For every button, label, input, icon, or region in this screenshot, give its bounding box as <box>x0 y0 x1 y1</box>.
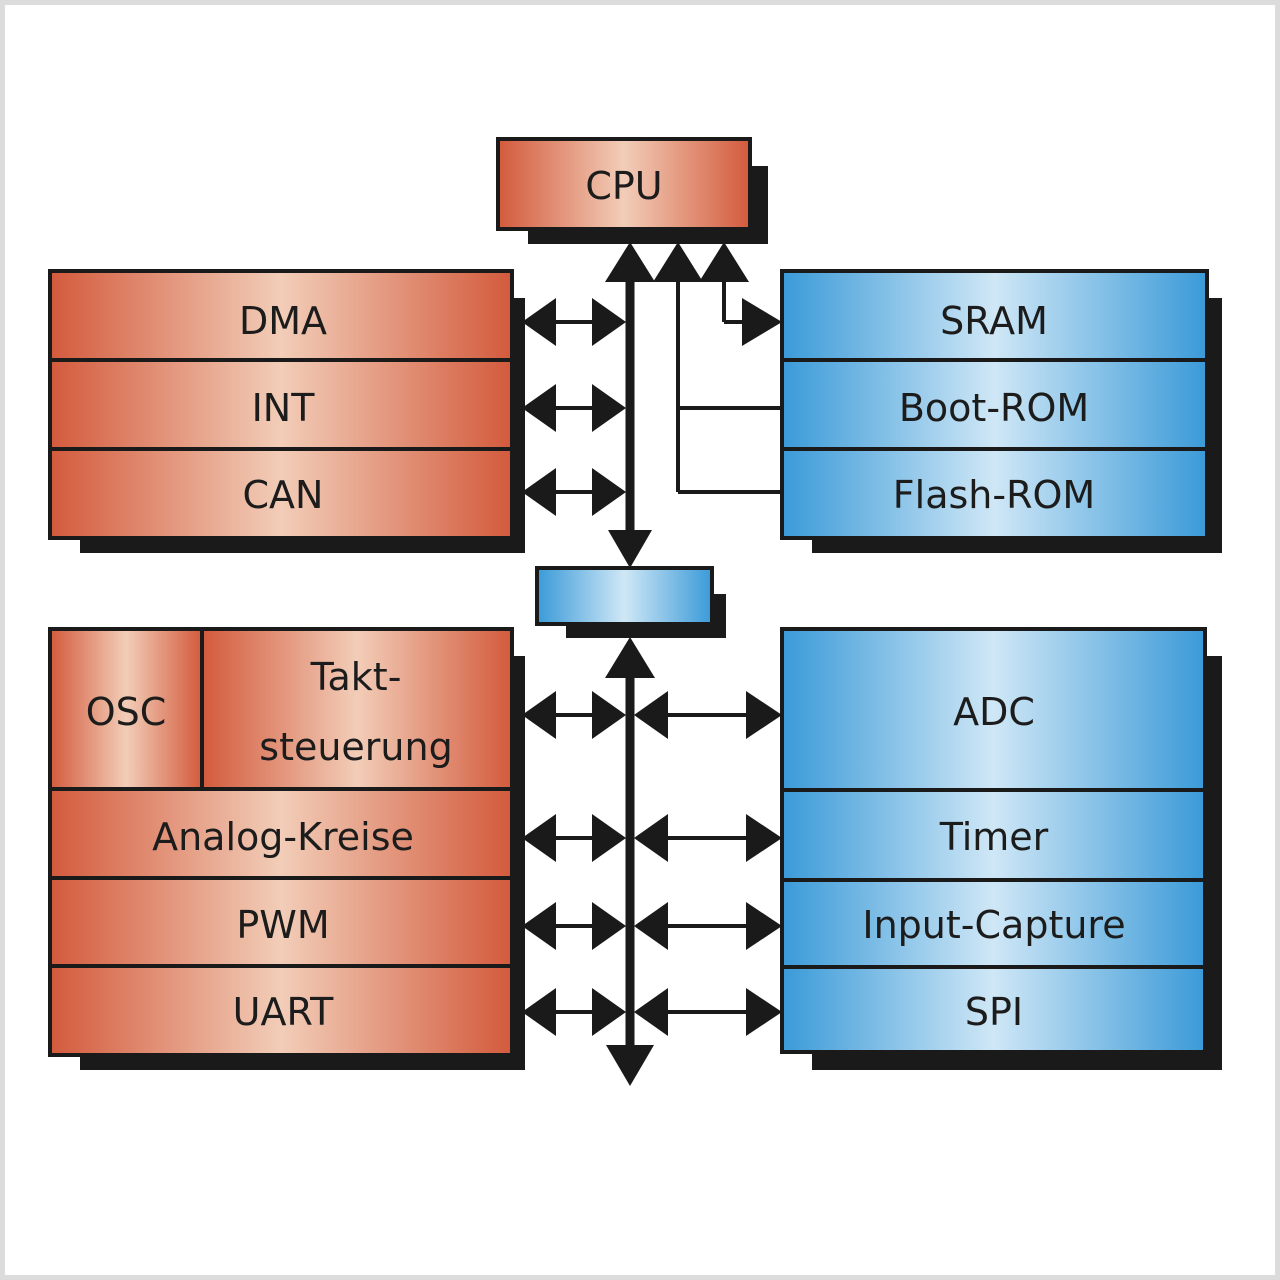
adc-label: ADC <box>953 690 1035 734</box>
pwm-input-capture-right-out-arrow-icon <box>746 902 782 950</box>
can-label: CAN <box>243 473 324 517</box>
sram-right-arrow-icon <box>742 298 782 346</box>
dma-label: DMA <box>239 299 327 343</box>
right-bottom-block: ADC Timer Input-Capture SPI <box>780 627 1207 1054</box>
takt-adc-left-in-arrow-icon <box>592 691 626 739</box>
pwm-label: PWM <box>236 903 329 947</box>
pwm-input-capture-right-in-arrow-icon <box>634 902 668 950</box>
block-taktsteuerung[interactable]: Takt- steuerung <box>200 627 514 791</box>
uart-spi-right-in-arrow-icon <box>634 988 668 1036</box>
connectors <box>522 242 782 1086</box>
block-analog-kreise[interactable]: Analog-Kreise <box>48 787 514 880</box>
cpu-bus-up-arrow-icon <box>605 242 655 282</box>
analog-timer-left-out-arrow-icon <box>522 814 556 862</box>
timer-label: Timer <box>939 815 1049 859</box>
boot-rom-label: Boot-ROM <box>899 386 1089 430</box>
uart-spi-right-out-arrow-icon <box>746 988 782 1036</box>
can-right-arrow-icon <box>592 468 626 516</box>
spi-label: SPI <box>965 990 1023 1034</box>
int-right-arrow-icon <box>592 384 626 432</box>
bridge-down-arrow-icon <box>608 530 652 568</box>
block-pwm[interactable]: PWM <box>48 876 514 968</box>
block-boot-rom[interactable]: Boot-ROM <box>780 358 1209 451</box>
sram-up-arrow-icon <box>699 242 749 282</box>
block-uart[interactable]: UART <box>48 964 514 1057</box>
takt-adc-right-in-arrow-icon <box>634 691 668 739</box>
bus-bridge-block[interactable] <box>535 566 714 626</box>
analog-timer-right-in-arrow-icon <box>634 814 668 862</box>
int-label: INT <box>252 386 316 430</box>
can-left-arrow-icon <box>522 468 556 516</box>
block-spi[interactable]: SPI <box>780 965 1207 1054</box>
block-dma[interactable]: DMA <box>48 269 514 362</box>
left-bottom-block: OSC Takt- steuerung Analog-Kreise PWM UA… <box>48 627 514 1057</box>
uart-spi-left-in-arrow-icon <box>592 988 626 1036</box>
sram-label: SRAM <box>940 299 1048 343</box>
takt-label-line1: Takt- <box>310 655 402 699</box>
analog-timer-right-out-arrow-icon <box>746 814 782 862</box>
flash-rom-label: Flash-ROM <box>893 473 1095 517</box>
block-osc[interactable]: OSC <box>48 627 204 791</box>
block-input-capture[interactable]: Input-Capture <box>780 878 1207 969</box>
block-int[interactable]: INT <box>48 358 514 451</box>
pwm-input-capture-left-out-arrow-icon <box>522 902 556 950</box>
cpu-block[interactable]: CPU <box>496 137 752 231</box>
dma-left-arrow-icon <box>522 298 556 346</box>
uart-spi-left-out-arrow-icon <box>522 988 556 1036</box>
pwm-input-capture-left-in-arrow-icon <box>592 902 626 950</box>
block-flash-rom[interactable]: Flash-ROM <box>780 447 1209 540</box>
block-sram[interactable]: SRAM <box>780 269 1209 362</box>
dma-right-arrow-icon <box>592 298 626 346</box>
input-capture-label: Input-Capture <box>862 903 1125 947</box>
takt-label-line2: steuerung <box>259 725 452 769</box>
cpu-label: CPU <box>585 164 662 208</box>
left-top-block: DMA INT CAN <box>48 269 514 540</box>
memory-up-arrow-icon <box>653 242 703 282</box>
analog-label: Analog-Kreise <box>152 815 414 859</box>
block-adc[interactable]: ADC <box>780 627 1207 792</box>
takt-adc-right-out-arrow-icon <box>746 691 782 739</box>
uart-label: UART <box>233 990 334 1034</box>
analog-timer-left-in-arrow-icon <box>592 814 626 862</box>
bridge-up-arrow-icon <box>605 637 655 678</box>
int-left-arrow-icon <box>522 384 556 432</box>
takt-adc-left-out-arrow-icon <box>522 691 556 739</box>
bus-down-arrow-icon <box>606 1045 654 1086</box>
osc-label: OSC <box>86 690 167 734</box>
block-timer[interactable]: Timer <box>780 788 1207 882</box>
block-can[interactable]: CAN <box>48 447 514 540</box>
right-top-block: SRAM Boot-ROM Flash-ROM <box>780 269 1209 540</box>
